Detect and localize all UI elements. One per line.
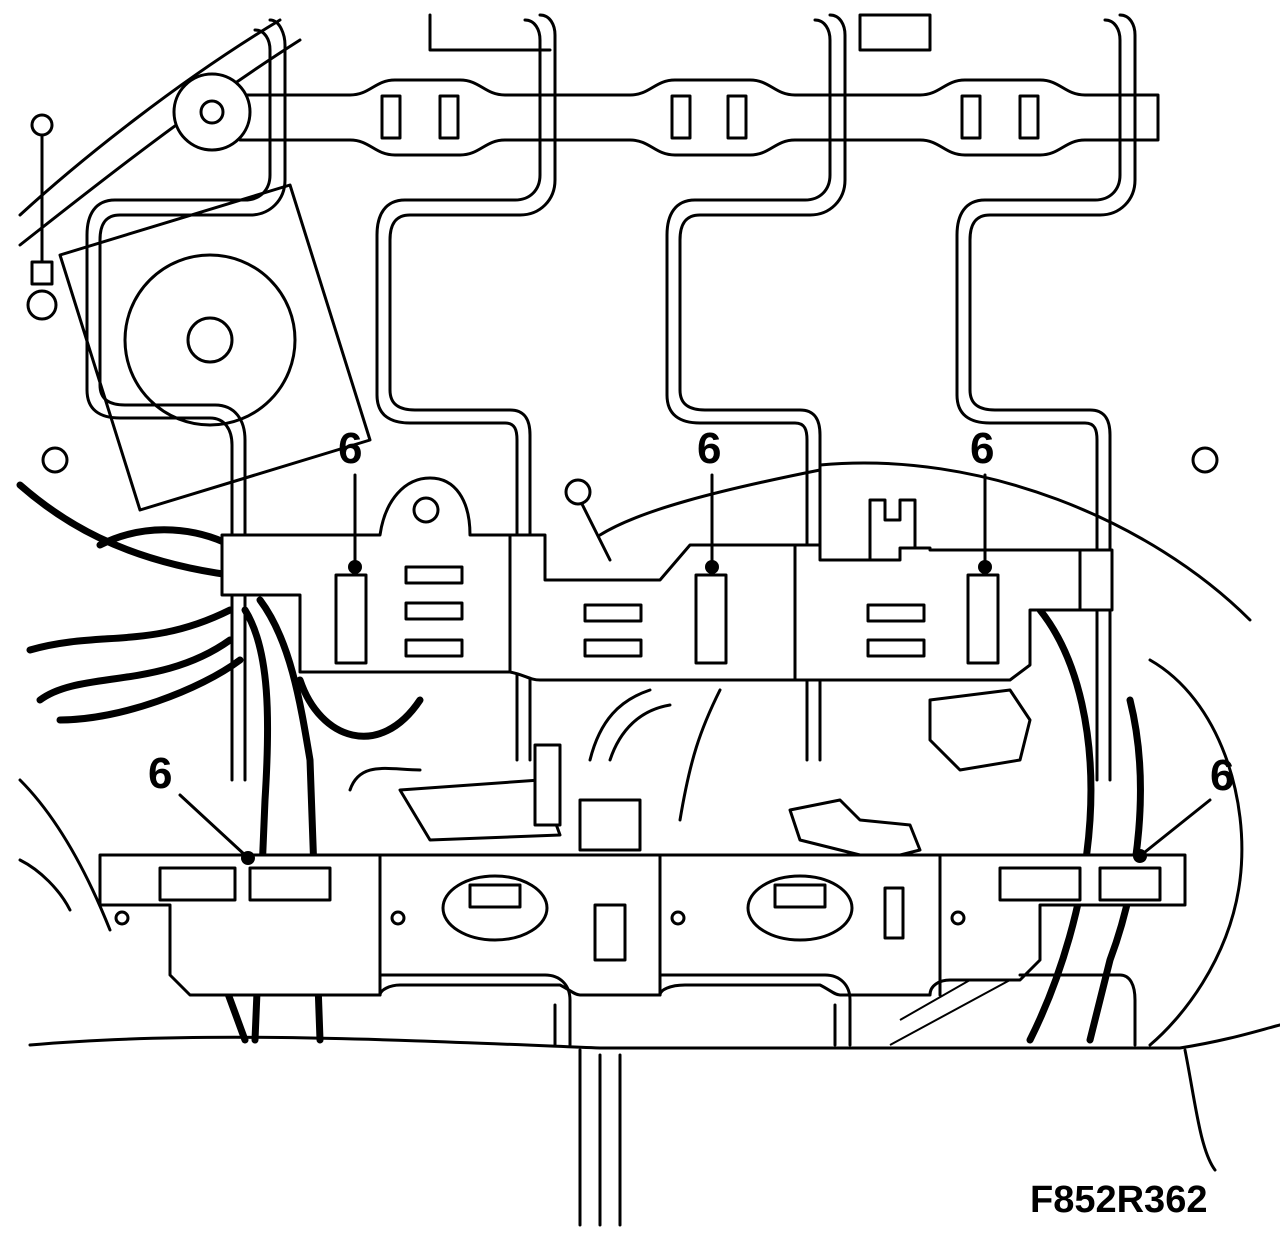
callout-middle-right: 6	[970, 424, 994, 574]
callout-label: 6	[148, 749, 172, 798]
callout-middle-center: 6	[697, 424, 721, 574]
callout-lower-right: 6	[1133, 751, 1234, 863]
figure-id: F852R362	[1030, 1179, 1207, 1221]
upper-rail	[172, 13, 1160, 157]
motor-assembly	[26, 113, 1219, 562]
seat-frame-tubes	[85, 13, 1137, 782]
callout-label: 6	[338, 424, 362, 473]
callout-label: 6	[970, 424, 994, 473]
callout-label: 6	[1210, 751, 1234, 800]
background-structure	[18, 18, 1280, 1227]
callout-lower-left: 6	[148, 749, 255, 865]
cable-harness	[16, 481, 1144, 1044]
callout-label: 6	[697, 424, 721, 473]
middle-bracket	[220, 476, 1114, 682]
lower-bracket	[98, 853, 1187, 1047]
connectors	[398, 688, 1032, 862]
callouts: 6 6 6 6 6	[148, 424, 1234, 865]
callout-middle-left: 6	[338, 424, 362, 574]
